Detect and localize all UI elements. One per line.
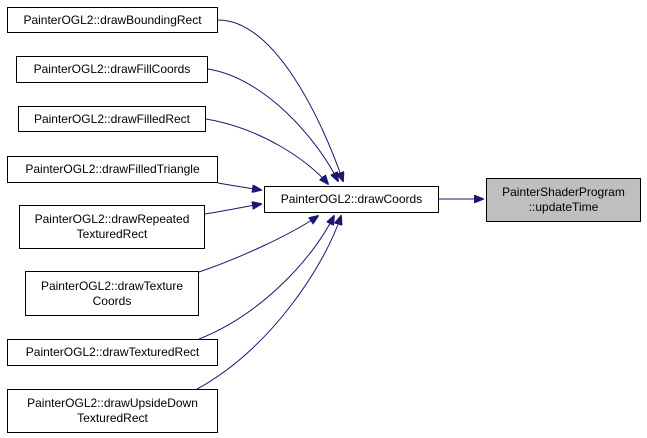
edge-draw-upside-down-textured-rect	[196, 216, 341, 390]
node-draw-coords[interactable]: PainterOGL2::drawCoords	[264, 186, 439, 213]
node-draw-filled-triangle[interactable]: PainterOGL2::drawFilledTriangle	[7, 156, 218, 183]
node-draw-fill-coords[interactable]: PainterOGL2::drawFillCoords	[16, 56, 208, 83]
node-draw-bounding-rect[interactable]: PainterOGL2::drawBoundingRect	[7, 7, 218, 33]
node-draw-texture-coords[interactable]: PainterOGL2::drawTexture Coords	[25, 271, 199, 316]
edge-draw-textured-rect	[198, 216, 334, 340]
node-draw-filled-rect[interactable]: PainterOGL2::drawFilledRect	[18, 106, 206, 132]
node-draw-textured-rect[interactable]: PainterOGL2::drawTexturedRect	[7, 339, 218, 366]
node-update-time[interactable]: PainterShaderProgram ::updateTime	[486, 178, 641, 222]
edge-draw-repeated-textured-rect	[204, 204, 261, 215]
edge-draw-filled-rect	[205, 118, 328, 184]
node-draw-repeated-textured-rect[interactable]: PainterOGL2::drawRepeated TexturedRect	[19, 205, 205, 249]
edge-draw-bounding-rect	[217, 19, 343, 181]
node-draw-upside-down-textured-rect[interactable]: PainterOGL2::drawUpsideDown TexturedRect	[7, 389, 218, 433]
edge-draw-texture-coords	[198, 216, 318, 273]
edge-draw-fill-coords	[207, 68, 338, 181]
edge-draw-filled-triangle	[217, 182, 261, 190]
